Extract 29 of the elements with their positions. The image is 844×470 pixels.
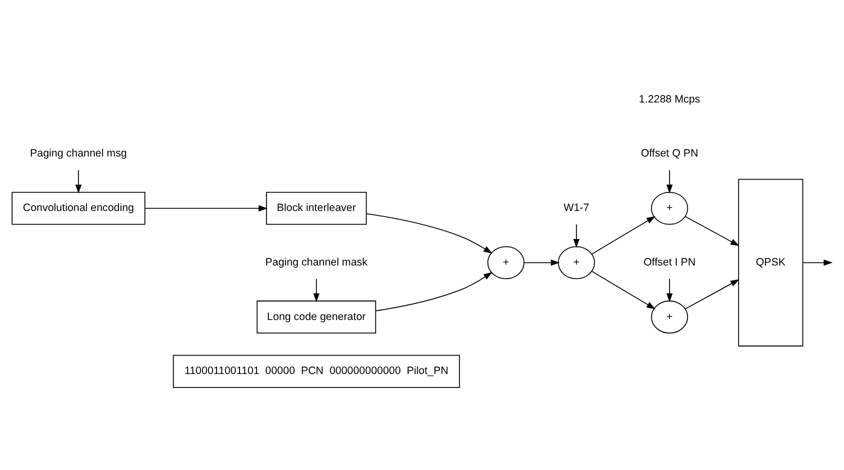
node-ellipse: + xyxy=(651,191,688,224)
node-box: Block interleaver xyxy=(266,191,367,224)
node-ellipse: + xyxy=(558,246,595,279)
node-box: 1100011001101 00000 PCN 000000000000 Pilot_PN xyxy=(172,354,460,388)
arrow xyxy=(524,259,560,266)
node-box: Convolutional encoding xyxy=(12,191,146,224)
node-ellipse: + xyxy=(651,300,688,334)
arrow xyxy=(666,169,673,194)
arrow xyxy=(573,224,580,248)
arrow xyxy=(144,204,268,211)
node-text: Paging channel msg xyxy=(30,147,127,160)
arrow xyxy=(313,278,320,302)
node-box: QPSK xyxy=(738,178,804,346)
node-box: Long code generator xyxy=(256,300,376,334)
arrow xyxy=(592,216,656,254)
arrow xyxy=(684,278,740,309)
label: 1.2288 Mcps xyxy=(638,92,700,105)
arrow xyxy=(802,259,833,266)
node-ellipse: + xyxy=(487,246,524,279)
arrow xyxy=(366,212,492,254)
arrow xyxy=(592,270,656,309)
node-text: W1-7 xyxy=(564,202,590,214)
arrow xyxy=(376,272,492,311)
node-text: Offset I PN xyxy=(644,256,696,268)
node-text: Paging channel mask xyxy=(265,256,368,268)
node-text: Offset Q PN xyxy=(640,147,698,160)
arrow xyxy=(684,215,740,246)
arrow xyxy=(666,278,673,302)
arrow xyxy=(75,169,82,194)
